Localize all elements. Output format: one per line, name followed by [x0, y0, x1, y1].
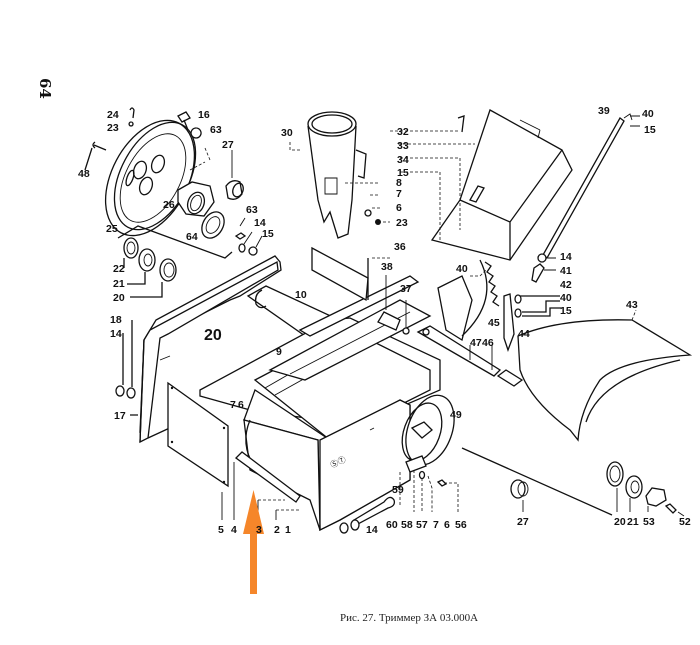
label-49: 49 — [450, 409, 462, 421]
bearing-22 — [123, 237, 139, 259]
label-9: 9 — [276, 346, 282, 358]
label-21: 21 — [113, 278, 125, 290]
label-47: 47 — [470, 337, 482, 349]
label-59: 59 — [392, 484, 404, 496]
key-24-icon — [128, 107, 135, 127]
label-63: 63 — [210, 124, 222, 136]
label-20: 20 — [113, 292, 125, 304]
label-32: 32 — [397, 126, 409, 138]
guard-43 — [496, 319, 693, 442]
label-20c: 20 — [614, 516, 626, 528]
label-15: 15 — [262, 228, 274, 240]
label-48: 48 — [78, 168, 90, 180]
label-10: 10 — [295, 289, 307, 301]
ring-64 — [201, 211, 225, 239]
washer-63-icon — [190, 127, 202, 139]
pointer-arrow-icon — [243, 490, 264, 594]
label-6c: 6 — [444, 519, 450, 531]
label-27b: 27 — [517, 516, 529, 528]
label-8: 8 — [396, 177, 402, 189]
label-46: 46 — [482, 337, 494, 349]
seal-20-right — [606, 461, 624, 487]
label-7c: 7 — [433, 519, 439, 531]
lever-44 — [503, 293, 515, 352]
label-44: 44 — [518, 328, 530, 340]
label-18: 18 — [110, 314, 122, 326]
label-16: 16 — [198, 109, 210, 121]
label-15c: 15 — [644, 124, 656, 136]
label-40b: 40 — [642, 108, 654, 120]
label-53: 53 — [643, 516, 655, 528]
label-4: 4 — [231, 524, 237, 536]
label-14d: 14 — [366, 524, 378, 536]
label-6b: 6 — [396, 202, 402, 214]
label-5: 5 — [218, 524, 224, 536]
label-42: 42 — [560, 279, 572, 291]
label-41: 41 — [560, 265, 572, 277]
label-1: 1 — [285, 524, 291, 536]
bearing-21 — [138, 248, 156, 272]
label-45: 45 — [488, 317, 500, 329]
label-15d: 15 — [560, 305, 572, 317]
label-33: 33 — [397, 140, 409, 152]
label-24: 24 — [107, 109, 119, 121]
label-14b: 14 — [110, 328, 122, 340]
grease-fitting-52 — [664, 503, 677, 514]
figure-caption: Рис. 27. Триммер ЗА 03.000А — [340, 612, 478, 624]
label-43: 43 — [626, 299, 638, 311]
label-21b: 21 — [627, 516, 639, 528]
page-number: 64 — [36, 78, 54, 99]
label-40c: 40 — [560, 292, 572, 304]
label-14c: 14 — [560, 251, 572, 263]
label-52: 52 — [679, 516, 691, 528]
label-37: 37 — [400, 283, 412, 295]
label-36: 36 — [394, 241, 406, 253]
label-14: 14 — [254, 217, 266, 229]
plate-47 — [437, 275, 473, 342]
label-58: 58 — [401, 519, 413, 531]
flange-53 — [645, 487, 667, 507]
label-57: 57 — [416, 519, 428, 531]
bushing-27-right — [510, 479, 529, 499]
discharge-chute — [430, 109, 573, 261]
label-7: 7 — [230, 399, 236, 411]
cover-plate-5 — [167, 381, 229, 488]
pin-48-icon — [84, 141, 107, 171]
label-2: 2 — [274, 524, 280, 536]
label-38: 38 — [381, 261, 393, 273]
wrench-60 — [352, 496, 396, 525]
hopper-30 — [307, 111, 367, 239]
label-39: 39 — [598, 105, 610, 117]
label-15b: 15 — [397, 167, 409, 179]
label-40: 40 — [456, 263, 468, 275]
frame-rail — [298, 275, 420, 337]
screw-16-icon — [177, 111, 191, 131]
label-25: 25 — [106, 223, 118, 235]
label-30: 30 — [281, 127, 293, 139]
label-22: 22 — [113, 263, 125, 275]
label-26: 26 — [163, 199, 175, 211]
label-23: 23 — [107, 122, 119, 134]
label-64: 64 — [186, 231, 198, 243]
deflector-36 — [311, 246, 369, 302]
label-23b: 23 — [396, 217, 408, 229]
label-7b: 7 — [396, 188, 402, 200]
label-17: 17 — [114, 410, 126, 422]
label-3: 3 — [256, 524, 262, 536]
label-6: 6 — [238, 399, 244, 411]
label-34: 34 — [397, 154, 409, 166]
rod-3 — [235, 451, 301, 503]
label-60: 60 — [386, 519, 398, 531]
bearing-21-right — [625, 475, 643, 499]
label-56: 56 — [455, 519, 467, 531]
label-20-panel: 20 — [204, 327, 222, 344]
bushing-27 — [225, 150, 244, 200]
label-63b: 63 — [246, 204, 258, 216]
label-27: 27 — [222, 139, 234, 151]
hub-26 — [177, 181, 215, 217]
